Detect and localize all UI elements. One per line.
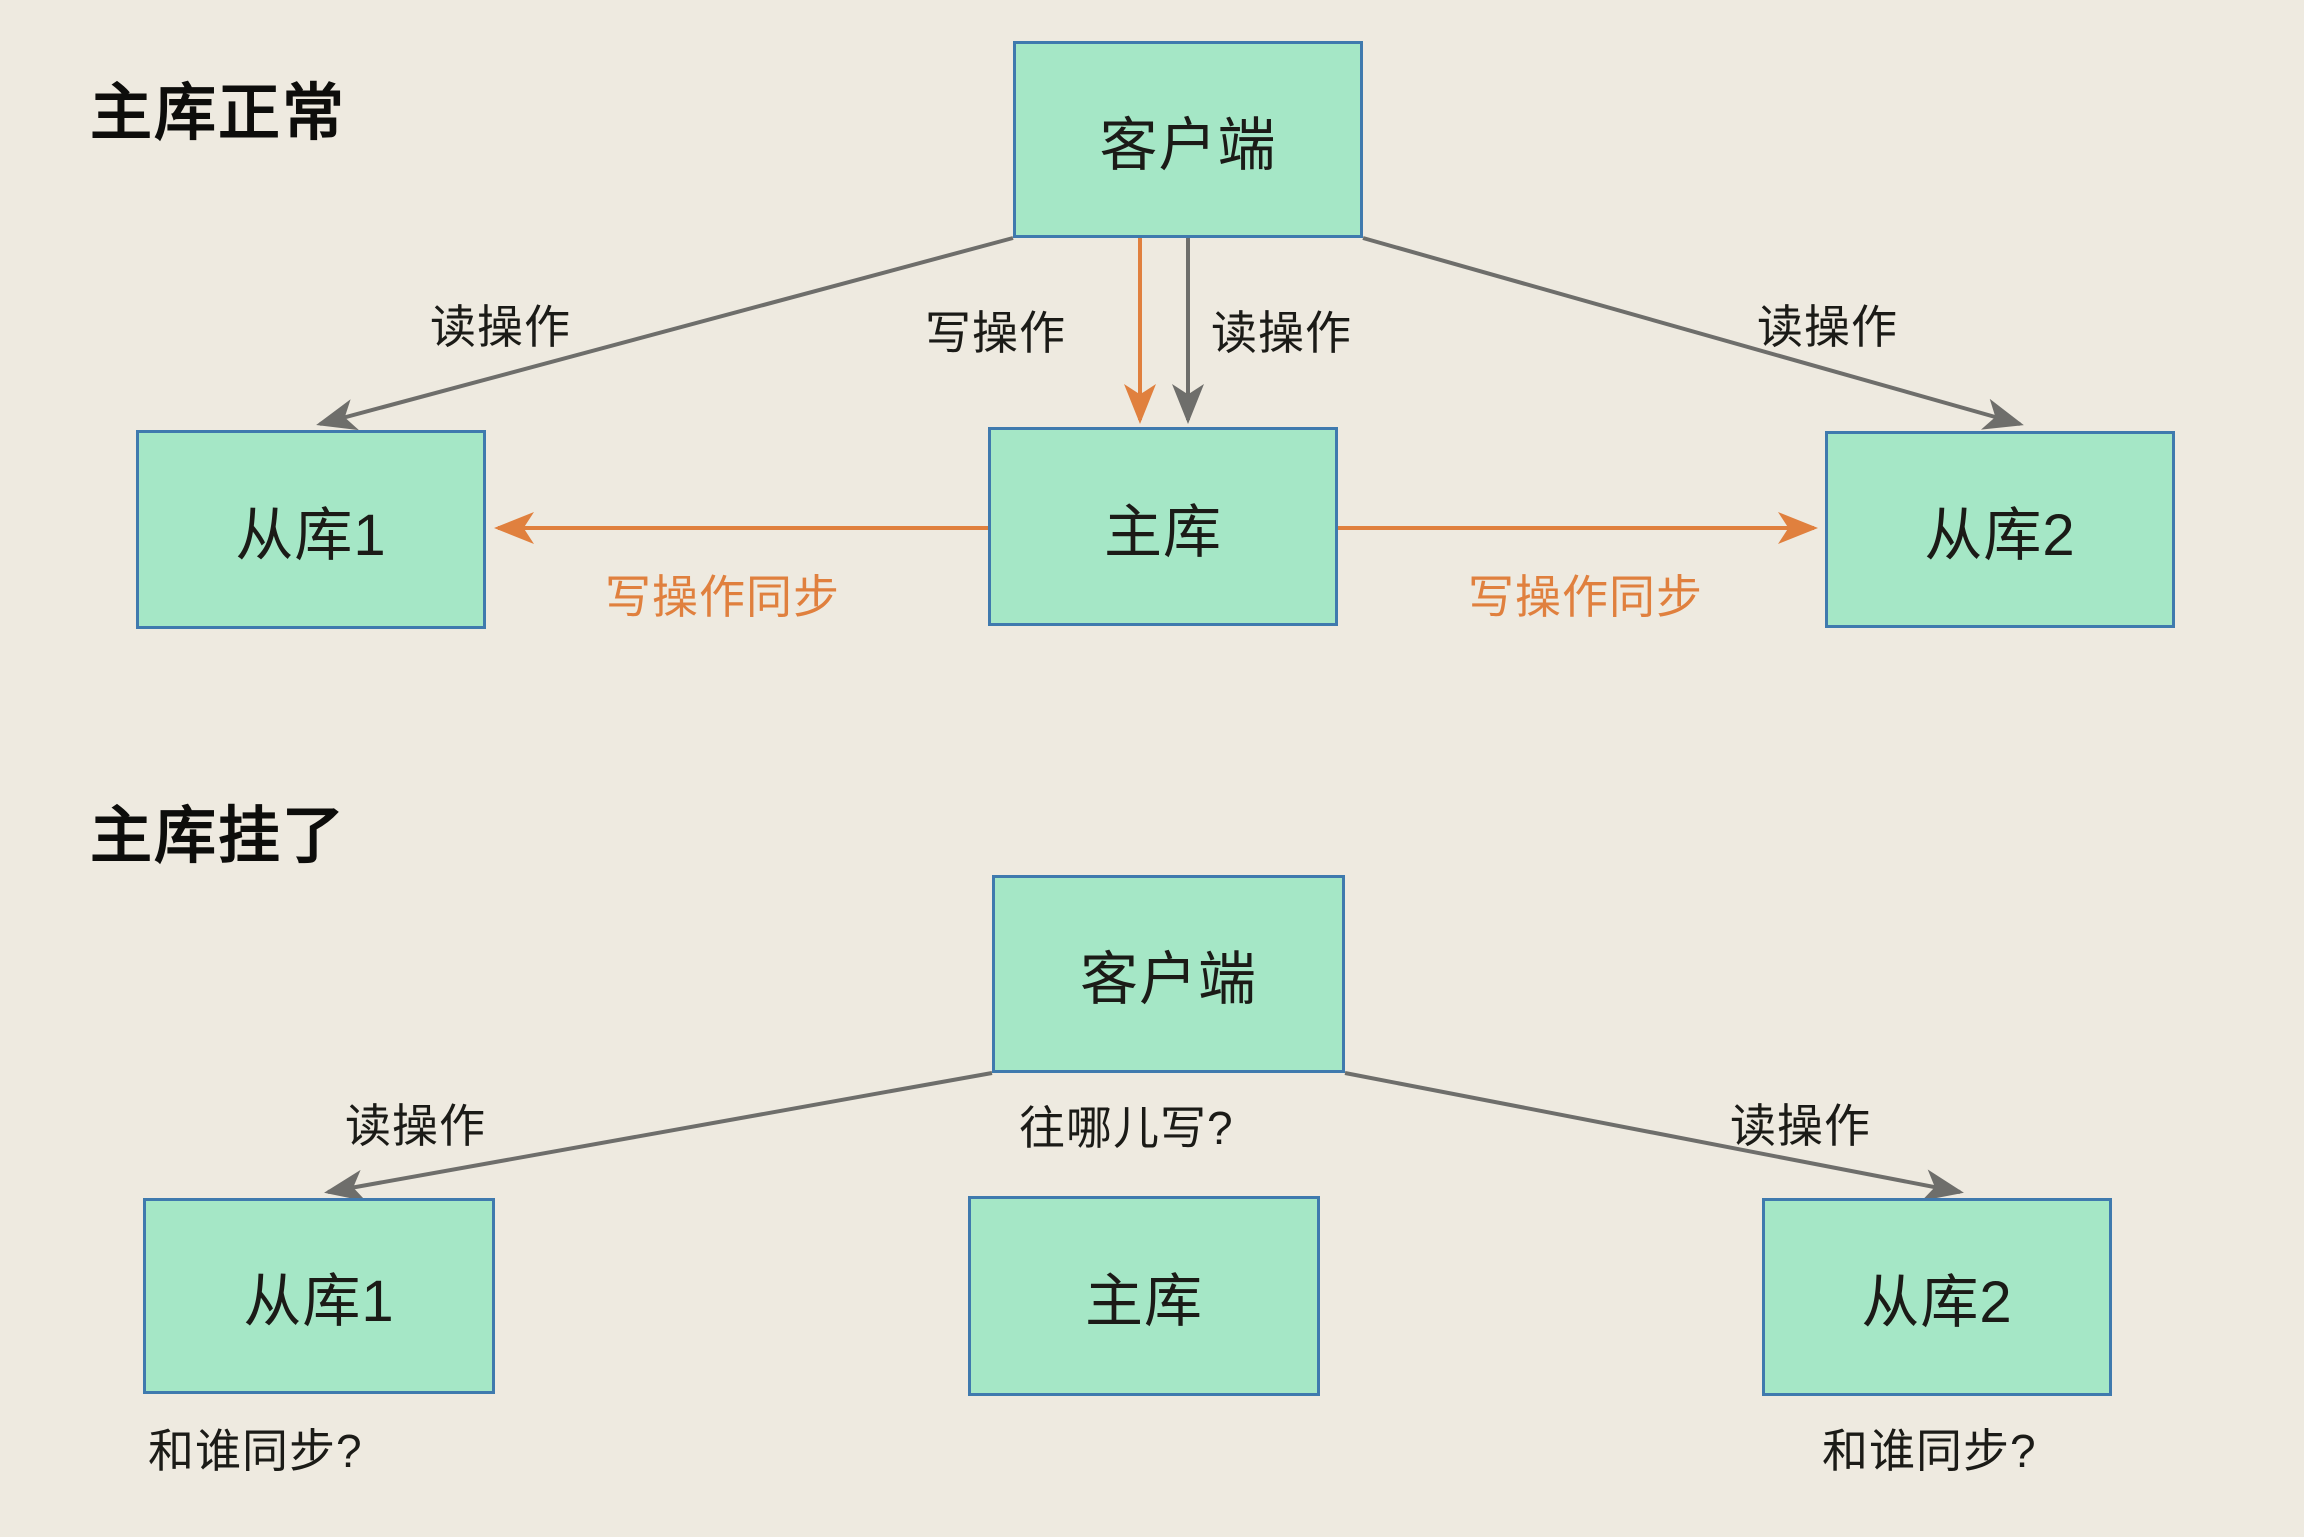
node-client-bottom[interactable]: 客户端 xyxy=(992,875,1345,1073)
node-master-bottom[interactable]: 主库 xyxy=(968,1196,1320,1396)
node-client-top[interactable]: 客户端 xyxy=(1013,41,1363,238)
edge-label-read-right-top: 读操作 xyxy=(1757,301,1898,353)
node-slave1-bottom[interactable]: 从库1 xyxy=(143,1198,495,1394)
edge-label-write-master-top: 写操作 xyxy=(925,307,1066,359)
edge-label-read-left-top: 读操作 xyxy=(430,301,571,353)
note-sync-who-left: 和谁同步? xyxy=(148,1425,363,1477)
edge-label-sync-left: 写操作同步 xyxy=(605,571,840,623)
edge-label-sync-right: 写操作同步 xyxy=(1468,571,1703,623)
node-slave2-bottom[interactable]: 从库2 xyxy=(1762,1198,2112,1396)
edge-label-read-master-top: 读操作 xyxy=(1211,307,1352,359)
edge-client-to-slave1-top xyxy=(316,236,1014,431)
section-title-master-down: 主库挂了 xyxy=(90,802,347,871)
node-master-top[interactable]: 主库 xyxy=(988,427,1338,626)
node-slave2-top[interactable]: 从库2 xyxy=(1825,431,2175,628)
edge-label-write-where: 往哪儿写? xyxy=(1019,1102,1234,1154)
edge-label-read-left-bottom: 读操作 xyxy=(345,1100,486,1152)
note-sync-who-right: 和谁同步? xyxy=(1822,1425,2037,1477)
edge-client-to-slave2-top xyxy=(1362,236,2024,430)
edge-label-read-right-bottom: 读操作 xyxy=(1730,1100,1871,1152)
node-slave1-top[interactable]: 从库1 xyxy=(136,430,486,629)
section-title-master-normal: 主库正常 xyxy=(90,79,347,148)
